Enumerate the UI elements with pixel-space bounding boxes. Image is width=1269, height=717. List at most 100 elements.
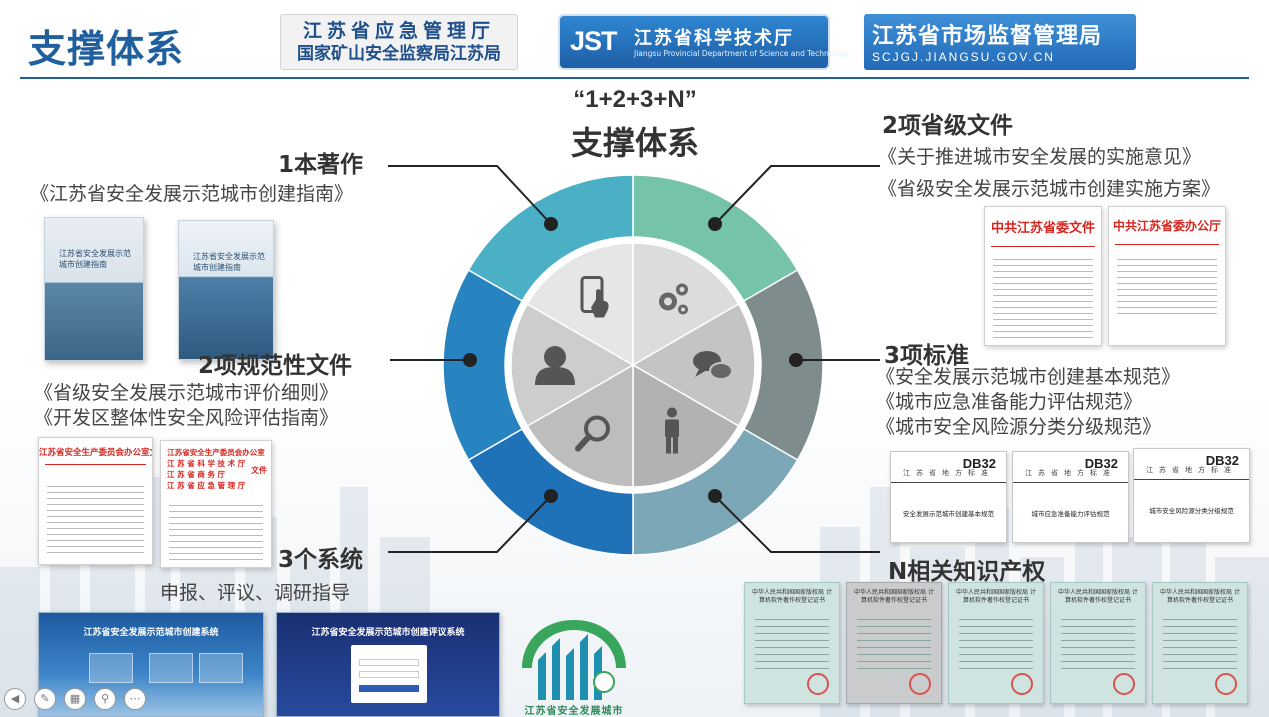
science-dept-english: Jiangsu Provincial Department of Science… — [634, 49, 850, 58]
copyright-certificate: 中华人民共和国国家版权局 计算机软件著作权登记证书 — [846, 582, 942, 704]
normative-doc-1: 《省级安全发展示范城市评价细则》 — [34, 382, 339, 404]
certificate-header: 中华人民共和国国家版权局 计算机软件著作权登记证书 — [854, 589, 934, 604]
emergency-dept-logo: 江苏省应急管理厅 国家矿山安全监察局江苏局 — [280, 14, 518, 70]
user-bust-icon — [535, 346, 575, 385]
emergency-dept-name: 江苏省应急管理厅 — [302, 20, 495, 42]
book-cover-title: 江苏省安全发展示范城市创建指南 — [59, 249, 131, 269]
standard-rule — [1134, 479, 1249, 480]
copyright-certificate: 中华人民共和国国家版权局 计算机软件著作权登记证书 — [948, 582, 1044, 704]
normative-doc-2-suffix: 文件 — [251, 465, 267, 475]
normative-heading: 2项规范性文件 — [198, 353, 353, 379]
copyright-certificate: 中华人民共和国国家版权局 计算机软件著作权登记证书 — [1050, 582, 1146, 704]
certificate-header: 中华人民共和国国家版权局 计算机软件著作权登记证书 — [752, 589, 832, 604]
standard-rule — [1013, 482, 1128, 483]
inner-segment — [632, 363, 740, 488]
book-cover-title-2: 江苏省安全发展示范城市创建指南 — [193, 252, 265, 272]
book-heading: 1本著作 — [278, 152, 364, 178]
system-card — [89, 653, 133, 683]
provincial-doc-2: 《省级安全发展示范城市创建实施方案》 — [878, 178, 1221, 200]
science-dept-name: 江苏省科学技术厅 — [634, 28, 794, 49]
science-dept-logo: JST 江苏省科学技术厅 Jiangsu Provincial Departme… — [558, 14, 849, 70]
inner-segment — [631, 302, 756, 428]
provincial-doc-image-1: 中共江苏省委文件 — [984, 206, 1102, 346]
doc-text-lines — [993, 259, 1093, 339]
standard-doc-2: DB32 江苏省地方标准 城市应急准备能力评估规范 — [1012, 451, 1129, 543]
magnifier-icon — [575, 415, 610, 452]
center-formula: “1+2+3+N” — [573, 86, 697, 113]
touch-phone-icon — [580, 275, 609, 318]
book-cover-back: 江苏省安全发展示范城市创建指南 — [178, 220, 274, 360]
ip-heading: N相关知识产权 — [888, 559, 1046, 585]
system-screenshot-2: 江苏省安全发展示范城市创建评议系统 — [276, 612, 500, 717]
normative-doc-2-line-1: 江 苏 省 科 学 技 术 厅 — [167, 459, 246, 468]
provincial-heading: 2项省级文件 — [882, 113, 1014, 139]
normative-doc-2-line-2: 江 苏 省 商 务 厅 — [167, 470, 226, 479]
mine-safety-bureau-name: 国家矿山安全监察局江苏局 — [297, 44, 501, 64]
normative-doc-2-header: 江苏省安全生产委员会办公室 — [167, 448, 265, 457]
person-standing-icon — [665, 407, 679, 454]
standard-code: DB32 — [1205, 453, 1239, 468]
safety-city-logo-text: 江苏省安全发展城市 — [524, 706, 624, 717]
standard-doc-1: DB32 江苏省地方标准 安全发展示范城市创建基本规范 — [890, 451, 1007, 543]
standard-1: 《安全发展示范城市创建基本规范》 — [876, 366, 1181, 388]
chat-bubbles-icon — [693, 351, 733, 380]
red-rule — [991, 246, 1095, 247]
normative-doc-image-1: 江苏省安全生产委员会办公室文件 — [38, 437, 153, 565]
zoom-button[interactable]: ⚲ — [94, 688, 116, 710]
provincial-doc-image-2: 中共江苏省委办公厅 — [1108, 206, 1226, 346]
provincial-doc-1: 《关于推进城市安全发展的实施意见》 — [878, 146, 1202, 168]
standard-3: 《城市安全风险源分类分级规范》 — [876, 416, 1162, 438]
more-options-button[interactable]: ⋯ — [124, 688, 146, 710]
slides-overview-button[interactable]: ▦ — [64, 688, 86, 710]
system-screenshot-2-title: 江苏省安全发展示范城市创建评议系统 — [311, 628, 465, 638]
standard-doc-1-title: 安全发展示范城市创建基本规范 — [903, 510, 994, 518]
doc-text-lines — [47, 486, 144, 556]
system-card — [199, 653, 243, 683]
system-screenshot-1-title: 江苏省安全发展示范城市创建系统 — [83, 628, 219, 638]
doc-text-lines — [1117, 259, 1217, 319]
standard-doc-3-title: 城市安全风险源分类分级规范 — [1149, 507, 1234, 515]
certificate-header: 中华人民共和国国家版权局 计算机软件著作权登记证书 — [1058, 589, 1138, 604]
normative-doc-2-line-3: 江 苏 省 应 急 管 理 厅 — [167, 481, 246, 490]
systems-description: 申报、评议、调研指导 — [160, 582, 351, 604]
book-cover-front: 江苏省安全发展示范城市创建指南 — [44, 217, 144, 361]
standard-header: 江苏省地方标准 — [1025, 469, 1116, 477]
gears-icon — [659, 283, 688, 315]
red-seal-icon — [1011, 673, 1033, 695]
inner-segment — [632, 242, 740, 367]
standards-heading: 3项标准 — [884, 343, 970, 369]
provincial-doc-2-header: 中共江苏省委办公厅 — [1112, 219, 1221, 233]
inner-segment — [526, 242, 634, 367]
system-card — [149, 653, 193, 683]
red-seal-icon — [909, 673, 931, 695]
market-regulation-name: 江苏省市场监督管理局 — [872, 24, 1103, 49]
red-seal-icon — [807, 673, 829, 695]
center-title: 支撑体系 — [570, 124, 699, 162]
book-title: 《江苏省安全发展示范城市创建指南》 — [30, 183, 354, 205]
standard-doc-3: DB32 江苏省地方标准 城市安全风险源分类分级规范 — [1133, 448, 1250, 543]
standard-2: 《城市应急准备能力评估规范》 — [876, 391, 1143, 413]
market-regulation-url: SCJGJ.JIANGSU.GOV.CN — [872, 50, 1055, 64]
certificate-header: 中华人民共和国国家版权局 计算机软件著作权登记证书 — [1160, 589, 1240, 604]
safety-city-logo: 江苏省安全发展城市 — [516, 616, 632, 717]
standard-code: DB32 — [1084, 456, 1118, 471]
inner-segment — [526, 363, 634, 488]
copyright-certificate: 中华人民共和国国家版权局 计算机软件著作权登记证书 — [744, 582, 840, 704]
normative-doc-2: 《开发区整体性安全风险评估指南》 — [34, 407, 339, 429]
red-seal-icon — [1215, 673, 1237, 695]
title-divider — [20, 77, 1249, 79]
standard-header: 江苏省地方标准 — [903, 469, 994, 477]
jst-mark: JST — [570, 26, 618, 56]
normative-doc-image-2: 江苏省安全生产委员会办公室 江 苏 省 科 学 技 术 厅 江 苏 省 商 务 … — [160, 440, 272, 568]
red-seal-icon — [1113, 673, 1135, 695]
provincial-doc-1-header: 中共江苏省委文件 — [990, 221, 1095, 236]
prev-slide-button[interactable]: ◀ — [4, 688, 26, 710]
system-screenshot-1: 江苏省安全发展示范城市创建系统 — [38, 612, 264, 717]
pen-tool-button[interactable]: ✎ — [34, 688, 56, 710]
systems-heading: 3个系统 — [278, 547, 364, 573]
login-panel — [351, 645, 427, 703]
inner-segment — [510, 302, 635, 428]
safety-city-emblem-icon — [522, 620, 626, 700]
certificate-header: 中华人民共和国国家版权局 计算机软件著作权登记证书 — [956, 589, 1036, 604]
